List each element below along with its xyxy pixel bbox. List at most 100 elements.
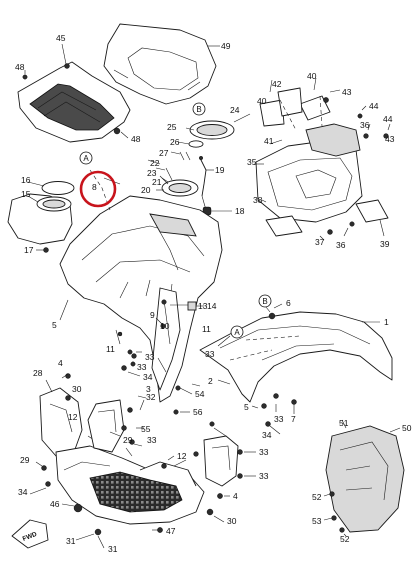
callout-14: 14 [207, 301, 217, 311]
callout-33-g: 33 [259, 471, 269, 481]
callout-55: 55 [141, 424, 151, 434]
upper-cover-49 [103, 23, 220, 105]
callout-44-b: 44 [383, 114, 393, 124]
ref-a-top: A [83, 154, 89, 163]
mudguard-50 [323, 419, 405, 537]
callout-21: 21 [152, 177, 162, 187]
callout-29-mid: 29 [123, 435, 133, 445]
lower-guard-assembly [29, 373, 230, 549]
callout-50: 50 [402, 423, 412, 433]
callout-45: 45 [56, 33, 66, 43]
reference-markers: A B A B [79, 102, 272, 347]
callout-12-left: 12 [68, 412, 78, 422]
callout-2: 2 [208, 376, 213, 386]
callout-10: 10 [160, 321, 170, 331]
callout-4-bottom: 4 [233, 491, 238, 501]
callout-31-b: 31 [108, 544, 118, 554]
callout-25: 25 [167, 122, 177, 132]
callout-33-a: 33 [145, 352, 155, 362]
ref-a-mid: A [234, 328, 240, 337]
callout-30-bottom: 30 [227, 516, 237, 526]
filler-cap-assembly [147, 159, 199, 197]
callout-42: 42 [272, 79, 282, 89]
callout-34-b: 34 [262, 430, 272, 440]
callout-12-mid: 12 [177, 451, 187, 461]
callout-33-e: 33 [147, 435, 157, 445]
center-fasteners [121, 349, 201, 415]
battery-box-assembly [254, 77, 391, 241]
callout-38: 38 [253, 195, 263, 205]
callout-11-right: 11 [202, 324, 211, 334]
callout-33-c: 33 [205, 349, 215, 359]
front-fender-1 [199, 303, 393, 414]
callout-28: 28 [33, 368, 43, 378]
callout-49: 49 [221, 41, 231, 51]
callout-44-a: 44 [369, 101, 379, 111]
callout-33-d: 33 [274, 414, 284, 424]
callout-54: 54 [195, 389, 205, 399]
callout-8: 8 [92, 182, 97, 192]
ref-b-mid: B [262, 297, 267, 306]
callout-15: 15 [21, 189, 31, 199]
callout-32: 32 [146, 392, 156, 402]
callout-24: 24 [230, 105, 240, 115]
callout-5-left: 5 [52, 320, 57, 330]
callout-47: 47 [166, 526, 176, 536]
front-body-cover [59, 169, 223, 403]
callout-37: 37 [315, 237, 325, 247]
callout-1: 1 [384, 317, 389, 327]
callout-30-left: 30 [72, 384, 82, 394]
callout-29: 29 [20, 455, 30, 465]
callout-43-right: 43 [385, 134, 395, 144]
callout-33-b: 33 [137, 362, 147, 372]
callout-39: 39 [380, 239, 390, 249]
callout-26: 26 [170, 137, 180, 147]
ref-b-top: B [196, 105, 201, 114]
fasteners-left [59, 299, 163, 367]
clip-14 [187, 301, 204, 311]
callout-51: 51 [339, 418, 349, 428]
callout-40-top: 40 [307, 71, 317, 81]
gauge-assembly [170, 104, 251, 197]
callout-5-right: 5 [244, 402, 249, 412]
callout-23: 23 [147, 168, 157, 178]
callout-41: 41 [264, 136, 274, 146]
callout-33-f: 33 [259, 447, 269, 457]
small-bracket [203, 421, 256, 487]
callout-7: 7 [291, 414, 296, 424]
callout-46: 46 [50, 499, 60, 509]
callout-36-top: 36 [360, 120, 370, 130]
callout-40-left: 40 [257, 96, 267, 106]
storage-box-15 [7, 181, 75, 253]
callout-34-a: 34 [143, 372, 153, 382]
callout-35: 35 [247, 157, 257, 167]
callout-22: 22 [150, 158, 160, 168]
callout-52-bottom: 52 [340, 534, 350, 544]
callout-34-c: 34 [18, 487, 28, 497]
callout-20: 20 [141, 185, 151, 195]
callout-labels: 45 49 48 48 24 25 26 27 19 22 23 21 20 8… [15, 33, 412, 554]
callout-13: 13 [198, 301, 208, 311]
callout-36-bottom: 36 [336, 240, 346, 250]
callout-43-top: 43 [342, 87, 352, 97]
headlight-cover-45 [17, 43, 131, 143]
callout-56: 56 [193, 407, 203, 417]
callout-27: 27 [159, 148, 169, 158]
callout-6: 6 [286, 298, 291, 308]
fwd-arrow-icon: FWD [11, 519, 49, 549]
callout-52-top: 52 [312, 492, 322, 502]
callout-9: 9 [150, 310, 155, 320]
callout-31-a: 31 [66, 536, 76, 546]
callout-48-top: 48 [15, 62, 25, 72]
callout-48: 48 [131, 134, 141, 144]
callout-11-left: 11 [106, 344, 115, 354]
callout-16: 16 [21, 175, 31, 185]
bolt-18 [201, 195, 232, 216]
bolt-34-mid [265, 421, 281, 435]
callout-17: 17 [24, 245, 34, 255]
callout-53: 53 [312, 516, 322, 526]
bracket-assembly [87, 399, 175, 469]
callout-4-left: 4 [58, 358, 63, 368]
callout-3: 3 [146, 384, 151, 394]
